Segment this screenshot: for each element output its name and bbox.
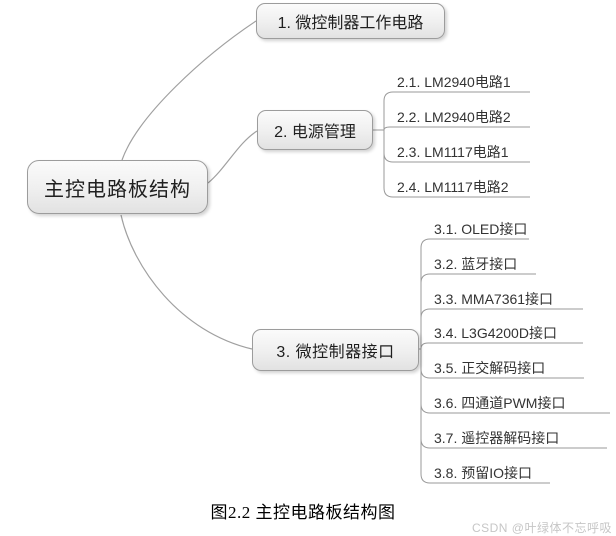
curve-root-to-branch2 xyxy=(207,130,258,184)
subtopic-3-6[interactable]: 3.6. 四通道PWM接口 xyxy=(434,395,566,411)
subtopic-3-7[interactable]: 3.7. 遥控器解码接口 xyxy=(434,430,560,446)
branch-topic-2[interactable]: 2. 电源管理 xyxy=(257,110,373,150)
branch2-subtree-lines xyxy=(373,91,530,198)
subtopic-2-4[interactable]: 2.4. LM1117电路2 xyxy=(397,179,509,195)
subtopic-2-3[interactable]: 2.3. LM1117电路1 xyxy=(397,144,509,160)
branch-topic-3[interactable]: 3. 微控制器接口 xyxy=(252,329,419,371)
branch-topic-1[interactable]: 1. 微控制器工作电路 xyxy=(256,3,445,39)
subtopic-2-2[interactable]: 2.2. LM2940电路2 xyxy=(397,109,511,125)
branch3-line-3 xyxy=(420,308,583,349)
branch3-subtree-lines xyxy=(419,238,610,484)
branch3-line-4 xyxy=(420,342,583,350)
branch2-line-4 xyxy=(383,130,530,198)
branch3-line-8 xyxy=(420,349,550,484)
branch2-line-2 xyxy=(383,126,530,131)
branch2-line-1 xyxy=(383,91,530,130)
branch3-line-1 xyxy=(420,238,529,349)
csdn-watermark: CSDN @叶绿体不忘呼吸 xyxy=(471,521,612,535)
curve-root-to-branch3 xyxy=(120,214,253,350)
branch3-line-2 xyxy=(420,273,536,349)
root-topic[interactable]: 主控电路板结构 xyxy=(27,160,208,214)
root-branch-curves xyxy=(120,20,258,350)
subtopic-3-1[interactable]: 3.1. OLED接口 xyxy=(434,221,528,237)
curve-root-to-branch1 xyxy=(121,20,257,161)
subtopic-3-4[interactable]: 3.4. L3G4200D接口 xyxy=(434,325,557,341)
subtopic-3-5[interactable]: 3.5. 正交解码接口 xyxy=(434,360,546,376)
subtopic-3-3[interactable]: 3.3. MMA7361接口 xyxy=(434,291,554,307)
subtopic-3-2[interactable]: 3.2. 蓝牙接口 xyxy=(434,256,518,272)
figure-caption: 图2.2 主控电路板结构图 xyxy=(210,503,396,522)
subtopic-3-8[interactable]: 3.8. 预留IO接口 xyxy=(434,465,533,481)
subtopic-2-1[interactable]: 2.1. LM2940电路1 xyxy=(397,74,511,90)
